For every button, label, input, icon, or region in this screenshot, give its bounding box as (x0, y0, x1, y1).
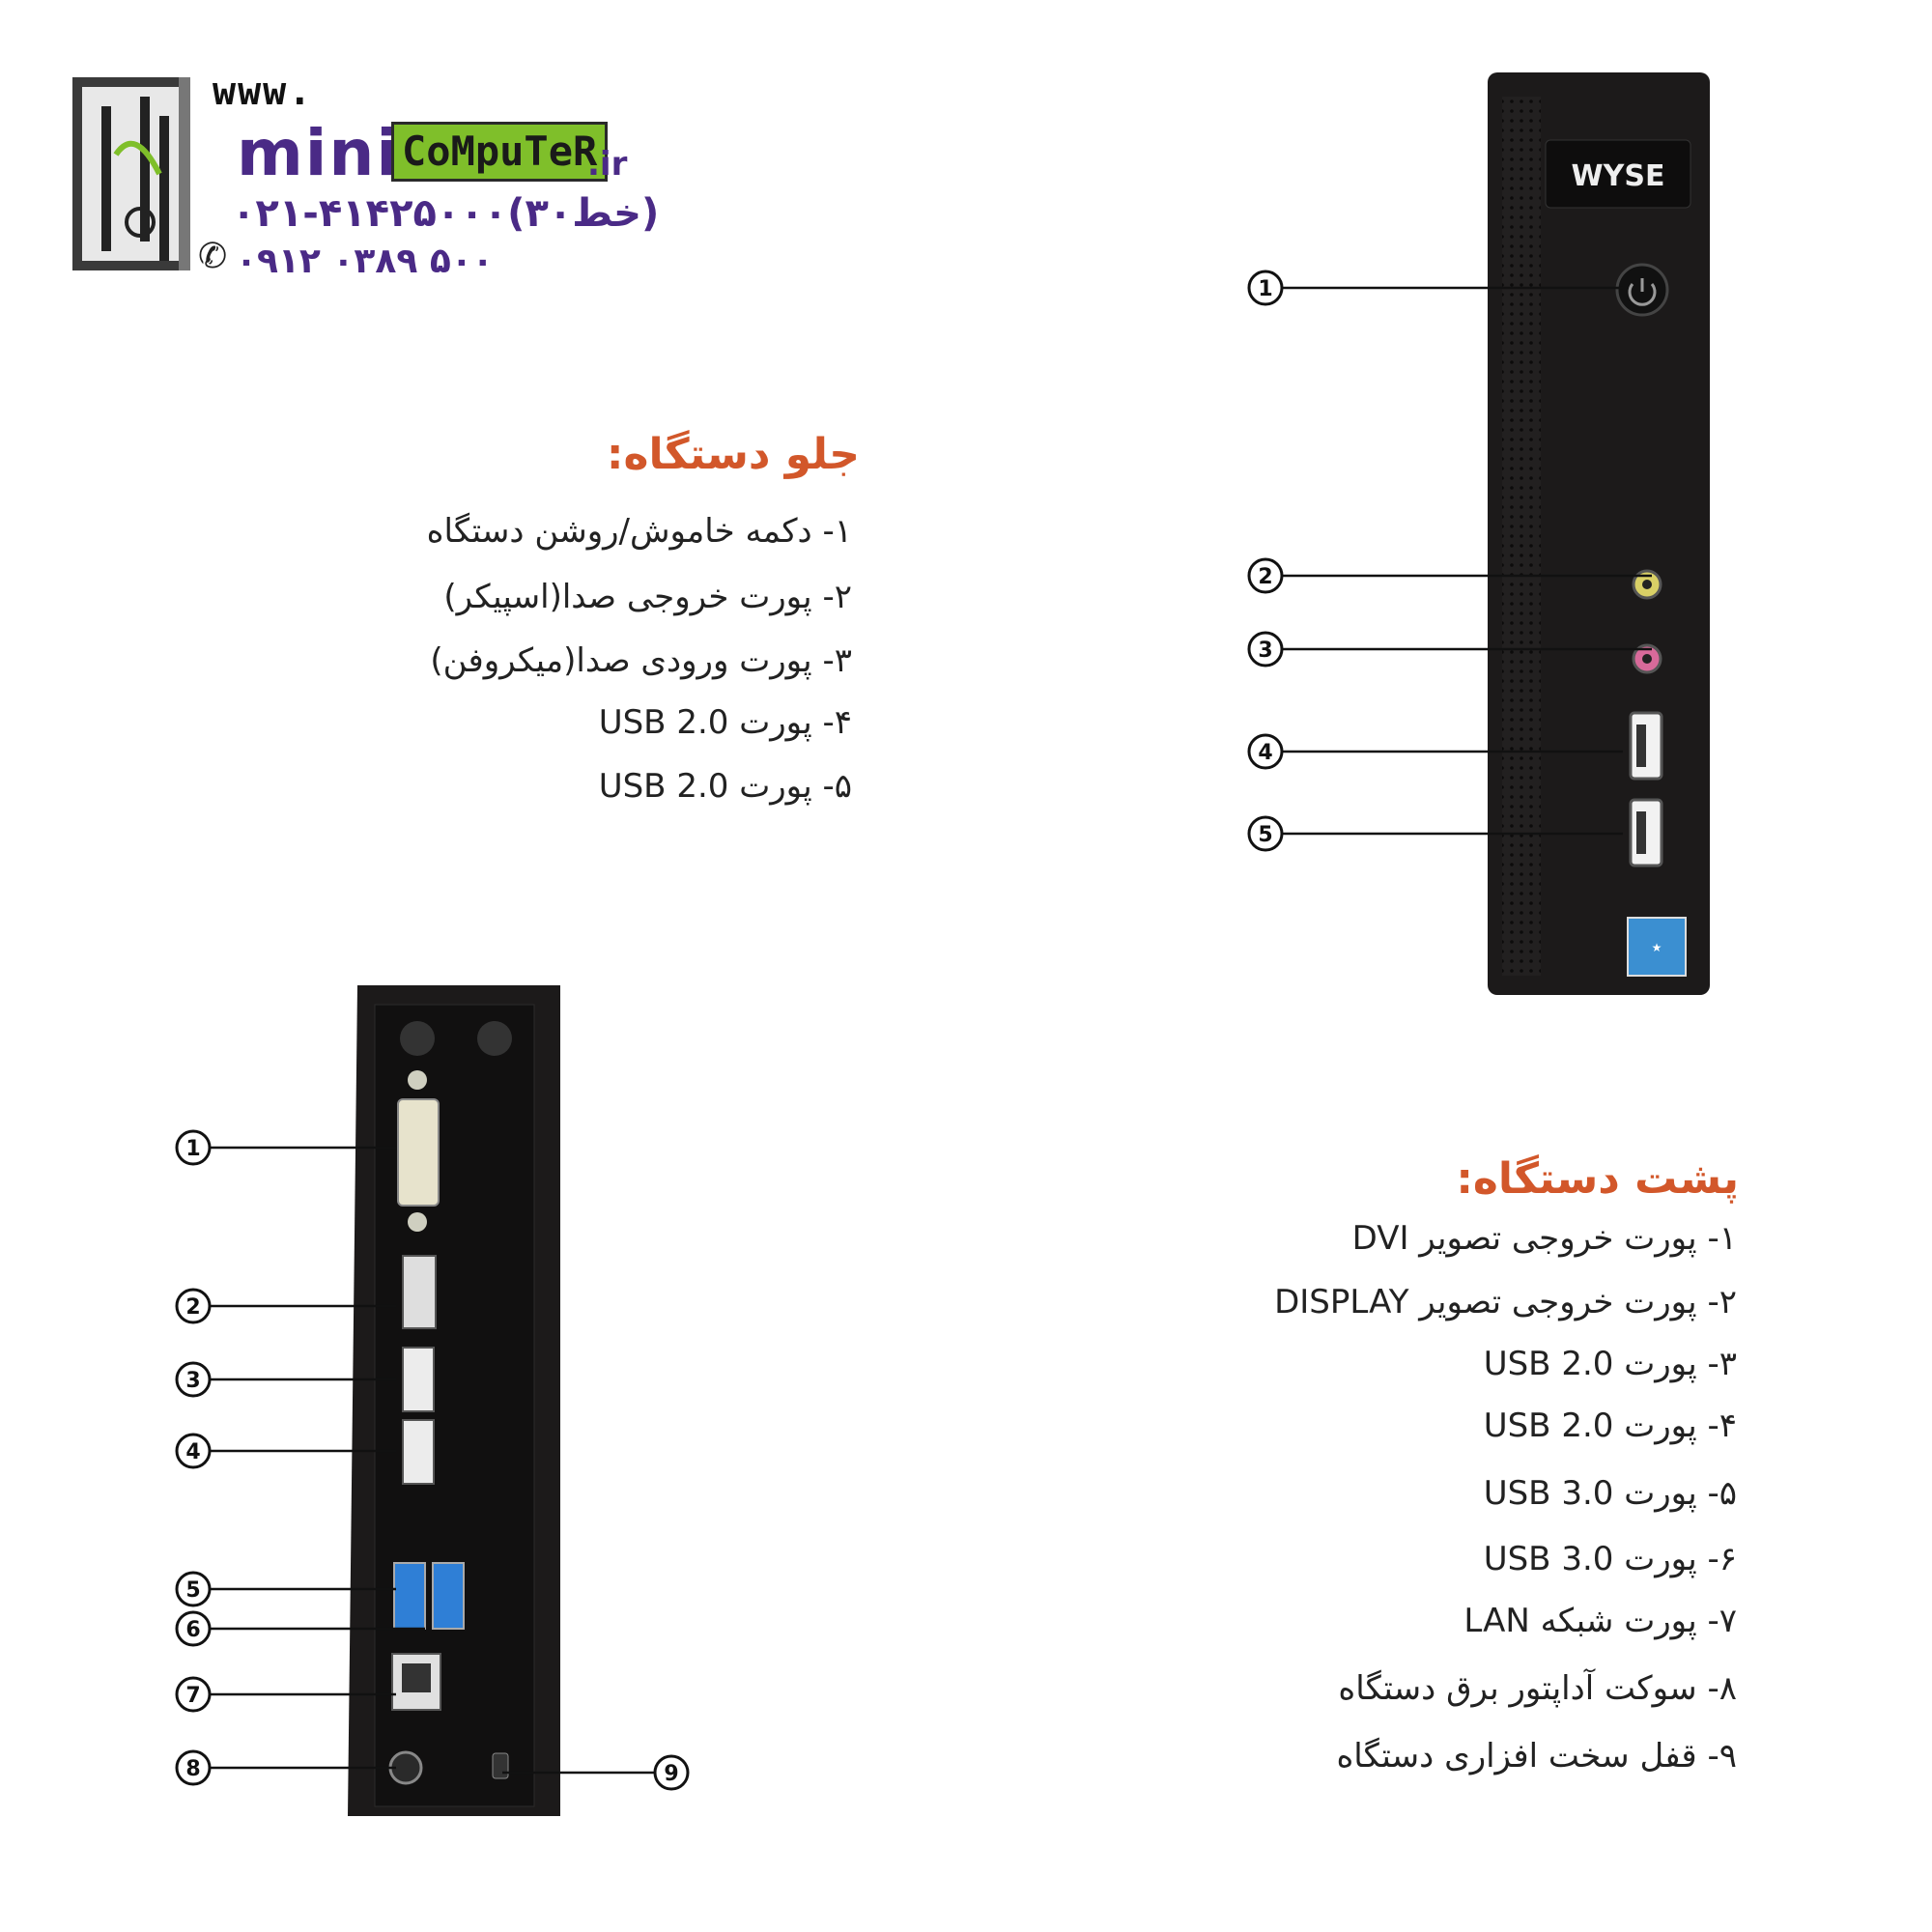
callout-number: 1 (185, 1137, 200, 1161)
list-item: ۲- پورت خروجی تصویر DISPLAY (1274, 1283, 1737, 1321)
list-item: ۴- پورت USB 2.0 (1483, 1406, 1737, 1445)
usb-port-icon (402, 1347, 435, 1412)
callout-number: 2 (1258, 565, 1272, 589)
site-logo (68, 68, 705, 290)
list-item: ۹- قفل سخت افزاری دستگاه (1336, 1737, 1737, 1776)
callout-number: 3 (185, 1369, 200, 1393)
callout-circle (175, 1288, 212, 1324)
callout-circle (1247, 815, 1284, 852)
device-front-illustration: WYSE ★ (1488, 72, 1710, 995)
callout-circle (1247, 557, 1284, 594)
list-item: ۱- دکمه خاموش/روشن دستگاه (426, 512, 852, 551)
list-item: ۸- سوکت آداپتور برق دستگاه (1338, 1669, 1737, 1708)
callout-number: 3 (1258, 639, 1272, 663)
callout-circle (1247, 733, 1284, 770)
phone-mobile: ۰۹۱۲ ۰۳۸۹ ۵۰۰ (236, 242, 494, 281)
callout-circle (175, 1676, 212, 1713)
callout-number: 1 (1258, 277, 1272, 301)
list-item: ۵- پورت USB 3.0 (1483, 1474, 1737, 1513)
svg-text:★: ★ (1652, 941, 1662, 954)
logo-ir: .ir (587, 145, 628, 184)
callout-circle (1247, 270, 1284, 306)
list-item: ۴- پورت USB 2.0 (598, 703, 852, 742)
callout-number: 9 (664, 1762, 678, 1786)
callout-circle (1247, 631, 1284, 668)
callout-number: 7 (185, 1684, 200, 1708)
callout-circle (175, 1361, 212, 1398)
callout-number: 4 (185, 1440, 200, 1464)
phone-main: ۰۲۱-۴۱۴۲۵۰۰۰(۳۰خط) (232, 191, 660, 236)
energy-star-icon (1627, 917, 1687, 977)
front-section-title: جلو دستگاه: (606, 430, 860, 479)
callout-circle (175, 1129, 212, 1166)
list-item: ۱- پورت خروجی تصویر DVI (1351, 1219, 1737, 1258)
list-item: ۳- پورت ورودی صدا(میکروفن) (430, 641, 852, 680)
list-item: ۷- پورت شبکه LAN (1463, 1602, 1737, 1640)
front-callouts: 1 2 3 4 5 (1247, 270, 1652, 852)
logo-emblem-icon (72, 77, 190, 270)
callout-circle (175, 1749, 212, 1786)
usb3-port-icon (432, 1562, 465, 1630)
callout-circle (175, 1433, 212, 1469)
list-item: ۵- پورت USB 2.0 (598, 767, 852, 806)
brand-label: WYSE (1572, 159, 1665, 193)
logo-computer: CoMpuTeR (391, 122, 609, 182)
list-item: ۳- پورت USB 2.0 (1483, 1345, 1737, 1383)
back-section-title: پشت دستگاه: (1456, 1154, 1739, 1204)
callout-number: 5 (185, 1578, 200, 1603)
logo-mini: mini (237, 116, 401, 190)
callout-circle (653, 1754, 690, 1791)
callout-number: 2 (185, 1295, 200, 1320)
callout-circle (175, 1610, 212, 1647)
dvi-port-icon (397, 1098, 440, 1207)
list-item: ۲- پورت خروجی صدا(اسپیکر) (443, 578, 852, 616)
phone-icon: ✆ (198, 237, 228, 276)
logo-www: www. (213, 70, 314, 114)
back-callouts: 1 2 3 4 5 6 7 8 9 (175, 1129, 690, 1791)
displayport-icon (402, 1255, 437, 1329)
list-item: ۶- پورت USB 3.0 (1483, 1540, 1737, 1578)
callout-number: 6 (185, 1618, 200, 1642)
callout-number: 4 (1258, 741, 1272, 765)
callout-circle (175, 1571, 212, 1607)
callout-number: 8 (185, 1757, 200, 1781)
callout-number: 5 (1258, 823, 1272, 847)
usb-port-icon (402, 1419, 435, 1485)
device-back-illustration (348, 985, 560, 1816)
